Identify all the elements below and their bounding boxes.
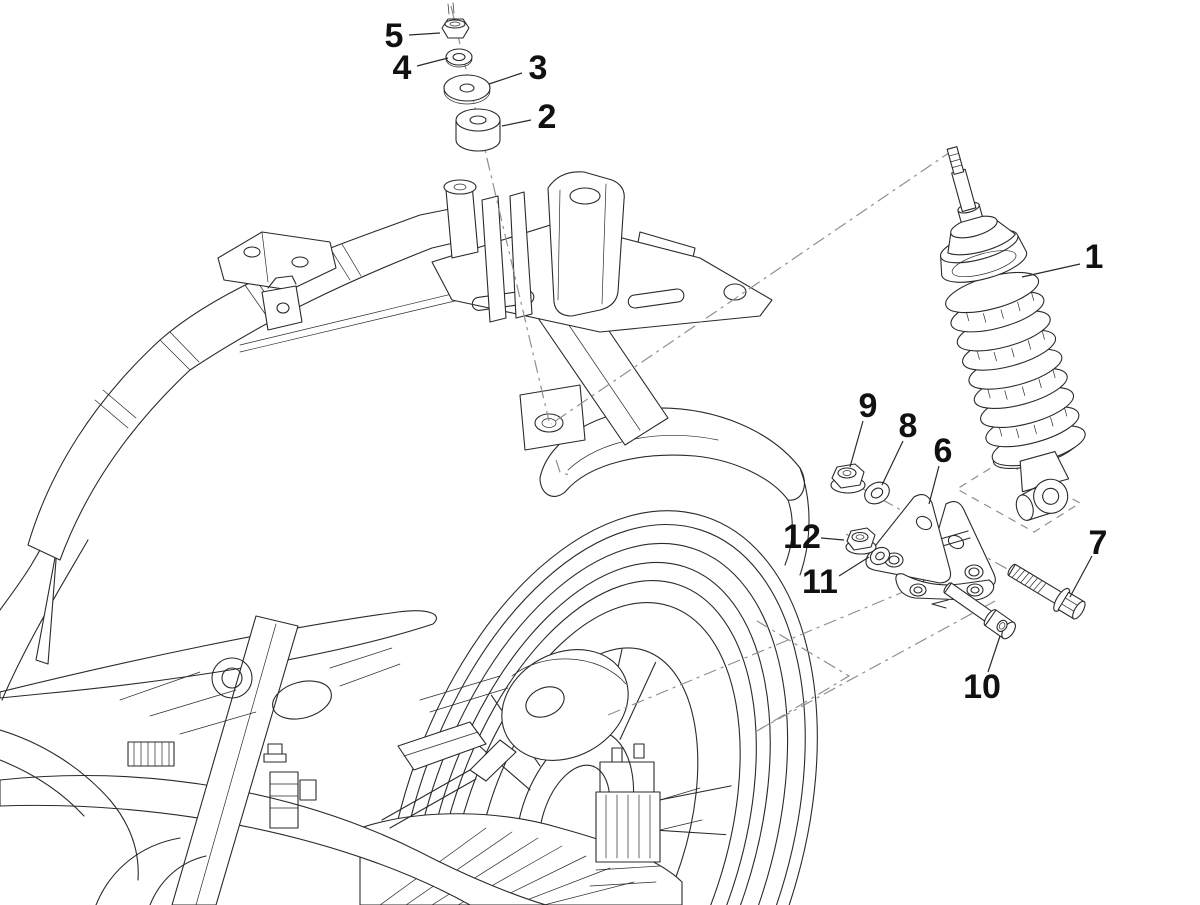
upper-washer-large	[443, 74, 491, 105]
callout-11-label[interactable]: 11	[802, 563, 838, 601]
callout-10-leader	[987, 635, 1001, 673]
callout-1-label[interactable]: 1	[1085, 238, 1104, 276]
callout-2-label[interactable]: 2	[538, 98, 557, 136]
washer-8	[864, 481, 890, 505]
callout-5-leader	[408, 32, 441, 36]
callout-4-label[interactable]: 4	[393, 49, 412, 87]
callout-3-leader	[488, 72, 523, 85]
callout-2-leader	[501, 119, 532, 127]
flange-bolt-7	[1007, 563, 1086, 620]
callout-6-label[interactable]: 6	[934, 432, 953, 470]
callout-7-label[interactable]: 7	[1089, 524, 1108, 562]
callout-9-leader	[849, 420, 864, 468]
shock-absorber	[940, 146, 1086, 521]
callout-12-label[interactable]: 12	[783, 518, 821, 556]
callout-7-leader	[1069, 555, 1093, 598]
flange-nut-9	[830, 463, 866, 494]
callout-5-label[interactable]: 5	[385, 17, 404, 55]
callout-9-label[interactable]: 9	[859, 387, 878, 425]
callout-8-leader	[881, 440, 904, 486]
upper-nut	[441, 2, 470, 39]
callout-10-label[interactable]: 10	[963, 668, 1001, 706]
frame-rack	[27, 171, 773, 561]
callout-12-leader	[820, 537, 845, 541]
washer-11	[869, 546, 891, 566]
socket-bolt-10	[943, 582, 1016, 640]
callout-1-leader	[1021, 263, 1081, 278]
callout-6-leader	[928, 465, 940, 505]
callout-3-label[interactable]: 3	[529, 49, 548, 87]
body-panel-left	[0, 517, 207, 905]
flange-nut-12	[845, 527, 877, 555]
linkage-hardware	[830, 463, 1086, 640]
callout-8-label[interactable]: 8	[899, 407, 918, 445]
upper-mount-hardware	[441, 2, 501, 152]
callout-11-leader	[838, 556, 870, 577]
upper-washer-small	[445, 48, 473, 68]
engine-and-swingarm	[0, 610, 703, 905]
rubber-bushing	[455, 108, 501, 152]
callout-4-leader	[416, 57, 449, 67]
